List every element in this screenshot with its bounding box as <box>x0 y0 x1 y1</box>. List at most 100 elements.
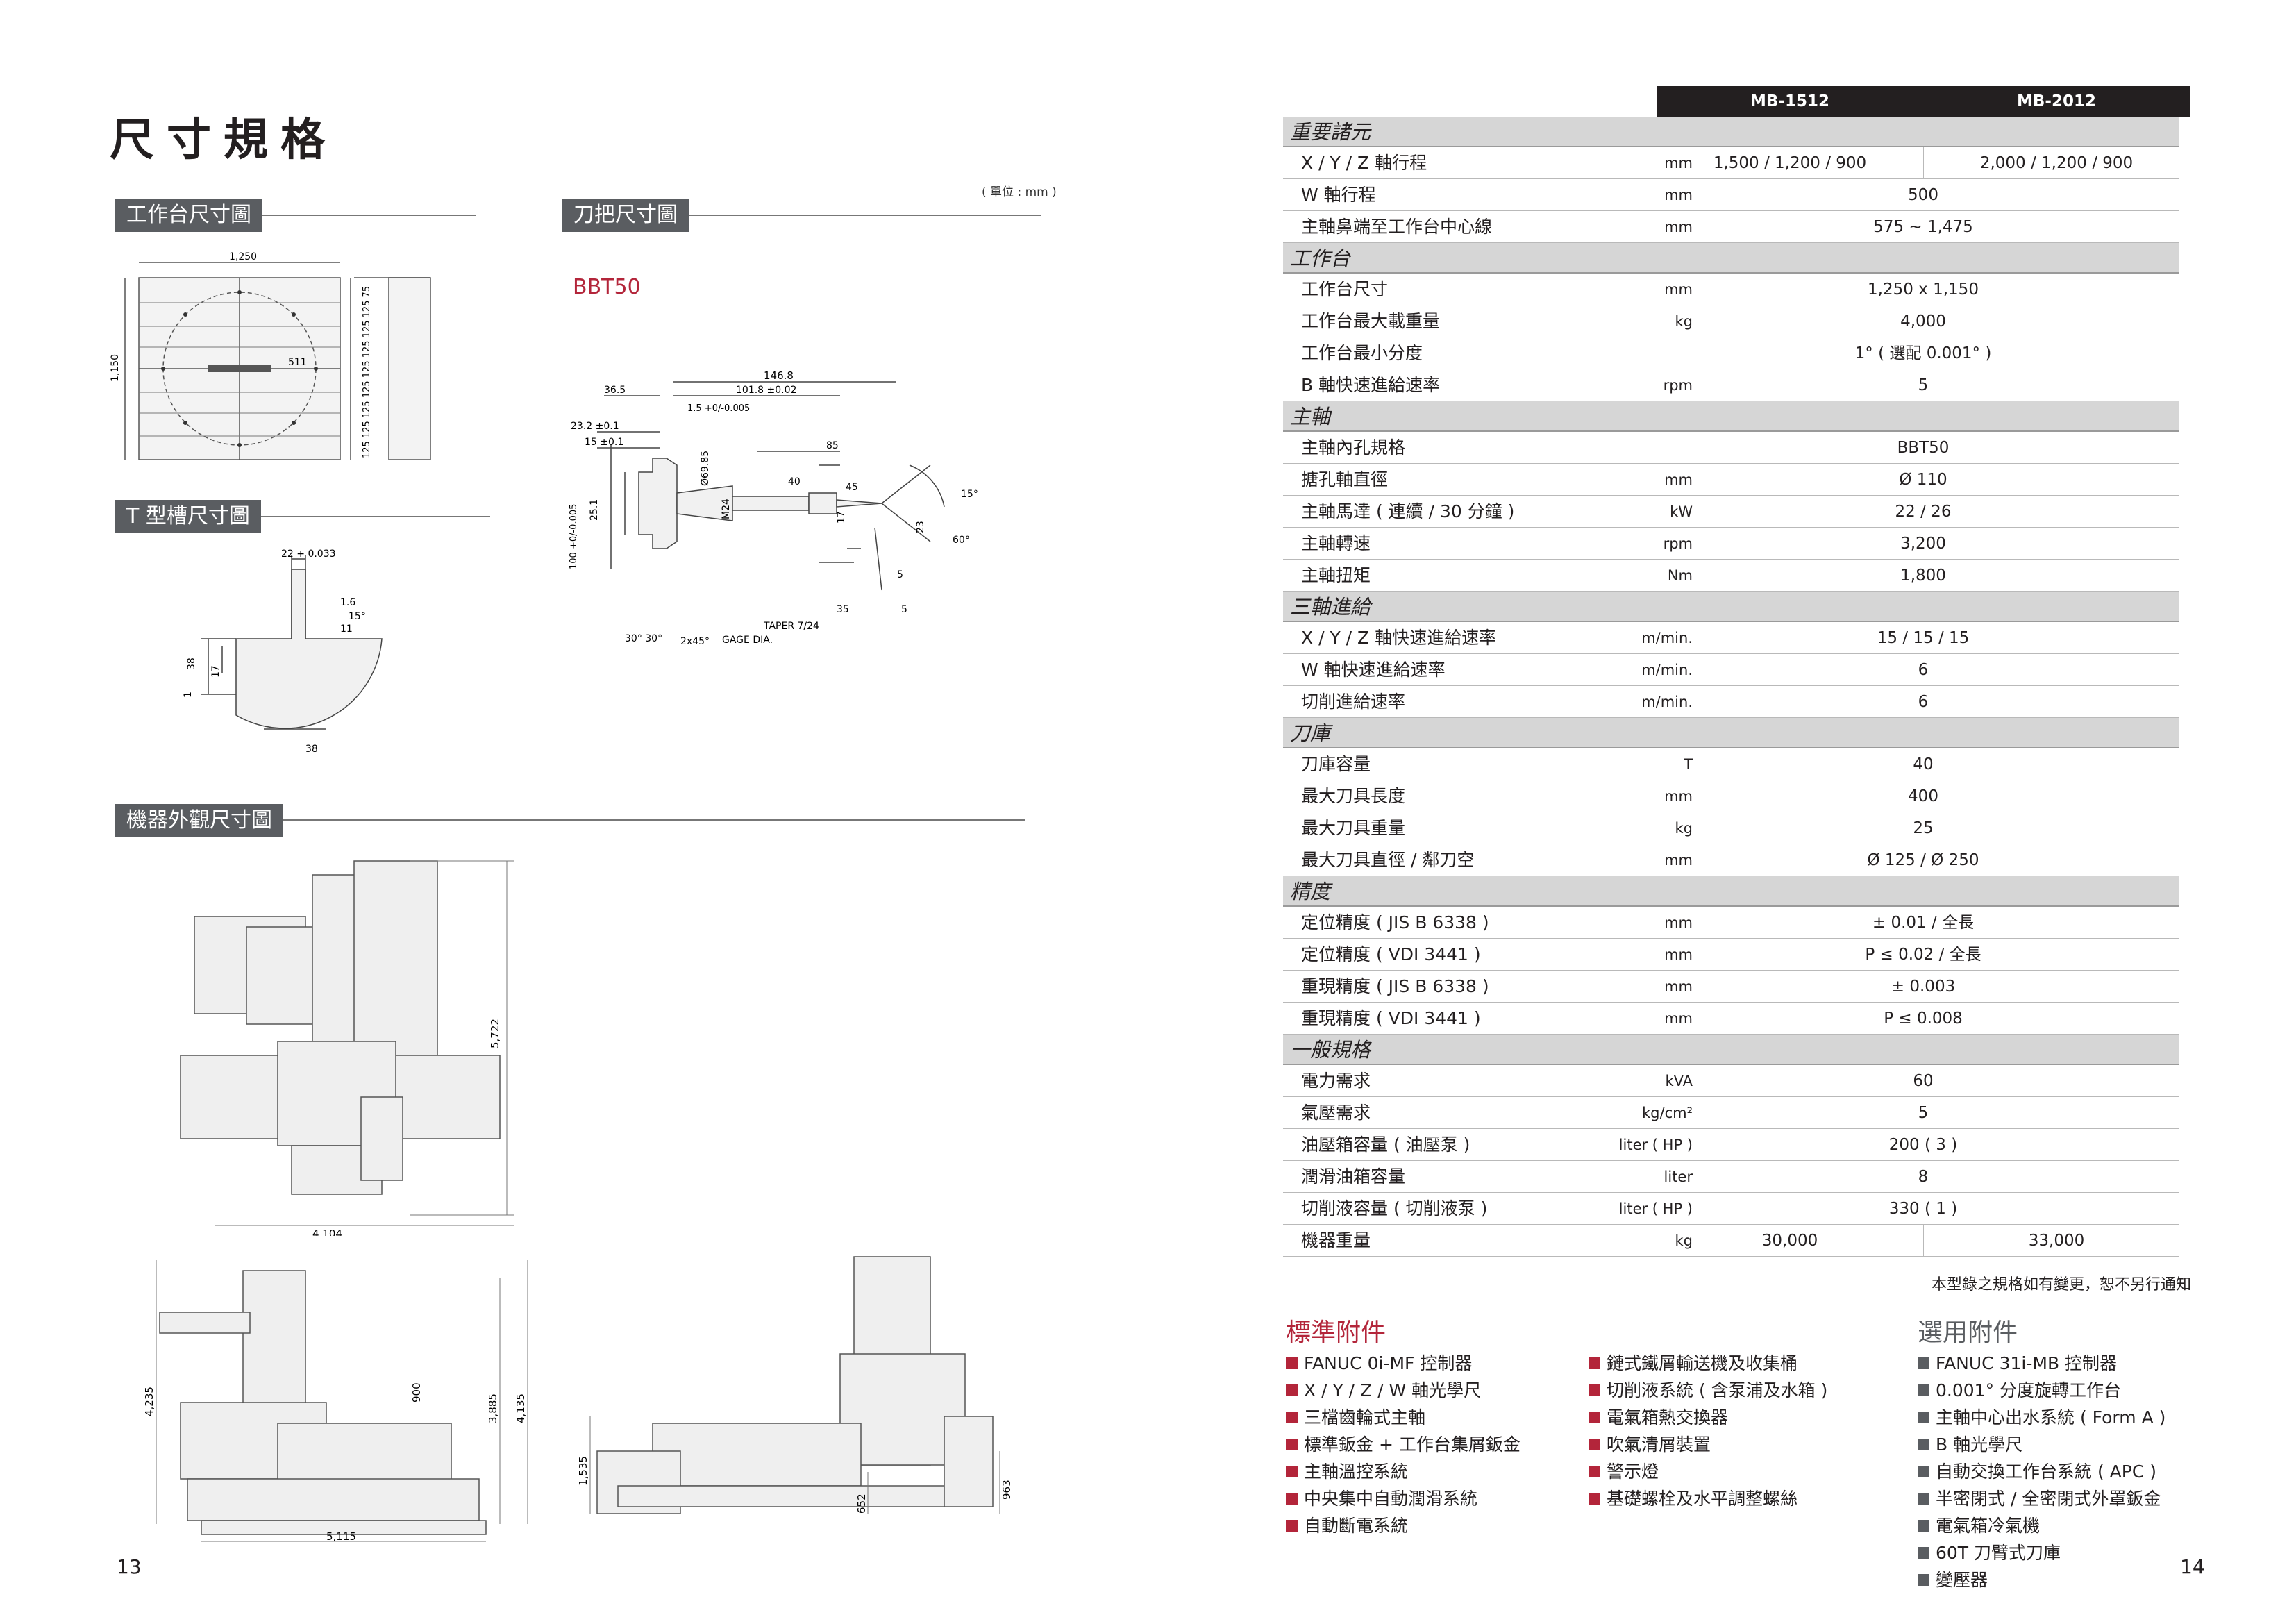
bullet-square-icon <box>1286 1384 1298 1396</box>
row-label: 潤滑油箱容量 <box>1301 1166 1406 1187</box>
model-header-2: MB-2012 <box>1923 86 2190 117</box>
dim-p: 35 <box>837 604 849 615</box>
table-row: 油壓箱容量 ( 油壓泵 )liter ( HP )200 ( 3 ) <box>1283 1129 2179 1161</box>
bullet-square-icon <box>1918 1574 1929 1586</box>
row-unit: T <box>1684 756 1693 773</box>
list-item-label: 半密閉式 / 全密閉式外罩鈑金 <box>1936 1489 2161 1509</box>
machine-side-h1: 1,535 <box>577 1456 589 1486</box>
row-value: 40 <box>1913 755 1934 773</box>
chamfer-label: 2x45° <box>680 636 710 647</box>
bullet-square-icon <box>1286 1357 1298 1369</box>
bullet-square-icon <box>1918 1384 1929 1396</box>
row-label: W 軸行程 <box>1301 185 1376 205</box>
category-row: 刀庫 <box>1283 718 2179 748</box>
category-row: 工作台 <box>1283 243 2179 274</box>
dim-l: 25.1 <box>589 499 600 521</box>
list-item: 切削液系統 ( 含泵浦及水箱 ) <box>1589 1377 1827 1404</box>
row-unit: kg/cm² <box>1642 1105 1693 1121</box>
tool-holder-drawing: 146.8 101.8 ±0.02 36.5 1.5 +0/-0.005 23.… <box>569 369 978 647</box>
dim-f: 15 ±0.1 <box>585 437 623 448</box>
row-value: 5 <box>1918 376 1929 394</box>
row-value: 22 / 26 <box>1895 503 1952 521</box>
list-item-label: X / Y / Z / W 軸光學尺 <box>1304 1380 1482 1400</box>
row-label: 油壓箱容量 ( 油壓泵 ) <box>1301 1135 1470 1155</box>
row-label: 工作台最大載重量 <box>1301 311 1441 331</box>
category-row: 重要諸元 <box>1283 117 2179 147</box>
worktable-drawing: 1,250 1,150 511 125 125 125 125 125 125 … <box>110 251 431 460</box>
taper-label: TAPER 7/24 <box>763 621 819 632</box>
row-unit: mm <box>1664 946 1693 963</box>
tslot-b: 1.6 <box>340 597 355 608</box>
row-label: 主軸鼻端至工作台中心線 <box>1301 217 1493 237</box>
tslot-drawing: 22 + 0.033 1.6 15° 11 38 17 1 38 <box>183 549 383 755</box>
list-item: 鏈式鐵屑輸送機及收集桶 <box>1589 1350 1827 1377</box>
row-value: 1° ( 選配 0.001° ) <box>1854 344 1992 362</box>
dim-o: 5 <box>897 569 903 580</box>
row-label: B 軸快速進給速率 <box>1301 375 1441 395</box>
dim-h: 85 <box>826 440 839 451</box>
row-value: ± 0.003 <box>1891 978 1956 996</box>
dim-a: 146.8 <box>764 369 794 382</box>
row-value: Ø 110 <box>1899 471 1947 489</box>
row-unit: mm <box>1664 471 1693 488</box>
tslot-d: 11 <box>340 623 353 635</box>
row-unit: liter ( HP ) <box>1618 1137 1693 1153</box>
bullet-square-icon <box>1918 1439 1929 1450</box>
row-label: X / Y / Z 軸快速進給速率 <box>1301 628 1497 648</box>
row-label: 定位精度 ( JIS B 6338 ) <box>1301 912 1489 932</box>
dim-width: 1,250 <box>229 251 257 262</box>
dim-height: 1,150 <box>110 354 121 382</box>
column-divider <box>1923 147 1924 178</box>
row-unit: mm <box>1664 852 1693 869</box>
row-label: X / Y / Z 軸行程 <box>1301 153 1427 173</box>
row-value: 15 / 15 / 15 <box>1877 629 1970 647</box>
list-item: B 軸光學尺 <box>1918 1431 2165 1458</box>
list-item: 標準鈑金 + 工作台集屑鈑金 <box>1286 1431 1520 1458</box>
list-item-label: 吹氣清屑裝置 <box>1607 1434 1711 1455</box>
row-value-2: 2,000 / 1,200 / 900 <box>1979 154 2134 172</box>
row-label: 切削液容量 ( 切削液泵 ) <box>1301 1198 1488 1219</box>
list-item: 自動斷電系統 <box>1286 1512 1520 1539</box>
row-unit: m/min. <box>1641 694 1693 710</box>
table-row: 切削液容量 ( 切削液泵 )liter ( HP )330 ( 1 ) <box>1283 1193 2179 1225</box>
dim-k: M24 <box>721 499 732 519</box>
machine-front-h3: 4,135 <box>514 1393 527 1423</box>
row-unit: kW <box>1670 503 1693 520</box>
dim-n: 17 <box>836 511 847 524</box>
machine-front-h2: 3,885 <box>487 1393 499 1423</box>
spec-note: 本型錄之規格如有變更，恕不另行通知 <box>1931 1276 2191 1294</box>
list-item: 三檔齒輪式主軸 <box>1286 1404 1520 1431</box>
dim-c: 36.5 <box>604 385 626 396</box>
row-unit: mm <box>1664 187 1693 203</box>
row-value: BBT50 <box>1897 439 1950 457</box>
dim-e: 23.2 ±0.1 <box>571 421 619 432</box>
list-item-label: 自動斷電系統 <box>1304 1516 1409 1536</box>
page-number-right: 14 <box>2180 1555 2205 1578</box>
machine-side-h3: 963 <box>1000 1480 1013 1500</box>
table-row: 重現精度 ( JIS B 6338 )mm± 0.003 <box>1283 971 2179 1003</box>
page-title: 尺寸規格 <box>110 115 337 166</box>
row-label: 重現精度 ( JIS B 6338 ) <box>1301 976 1489 996</box>
bullet-square-icon <box>1286 1412 1298 1423</box>
tslot-e: 38 <box>305 744 318 755</box>
row-value: 4,000 <box>1900 312 1946 330</box>
row-label: 最大刀具直徑 / 鄰刀空 <box>1301 850 1475 870</box>
row-unit: mm <box>1664 1010 1693 1027</box>
bullet-square-icon <box>1589 1384 1600 1396</box>
row-value: ± 0.01 / 全長 <box>1872 914 1975 932</box>
row-value: 400 <box>1908 787 1938 805</box>
machine-front-w: 5,115 <box>326 1530 356 1543</box>
dim-i: 40 <box>788 476 801 487</box>
list-item: 基礎螺栓及水平調整螺絲 <box>1589 1485 1827 1512</box>
